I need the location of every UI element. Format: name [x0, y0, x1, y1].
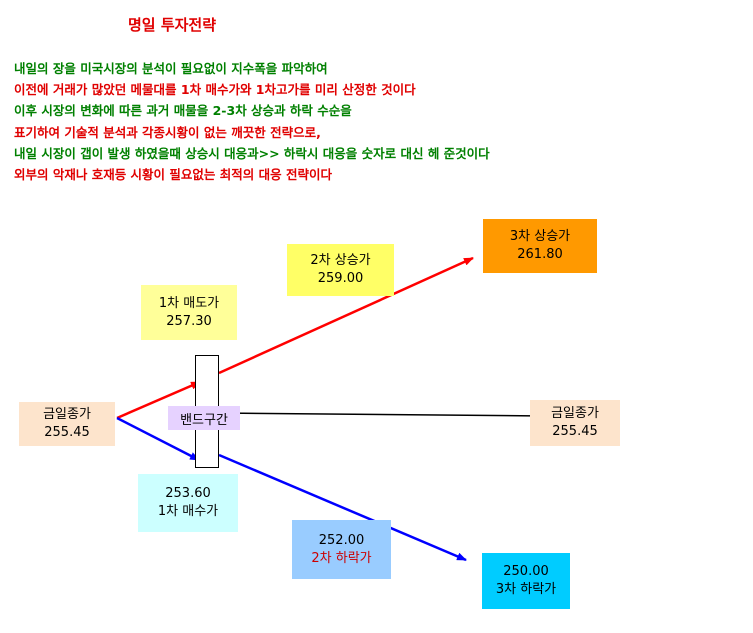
- down3-value: 250.00: [503, 564, 549, 579]
- strategy-description: 내일의 장을 미국시장의 분석이 필요없이 지수폭을 파악하여 이전에 거래가 …: [14, 58, 490, 185]
- close-to-sell-arrow: [116, 380, 201, 420]
- description-line: 이전에 거래가 많았던 메물대를 1차 매수가와 1차고가를 미리 산정한 것이…: [14, 82, 416, 98]
- down3-box: 250.00 3차 하락가: [482, 553, 570, 609]
- buy1-value: 253.60: [165, 486, 211, 501]
- up2-box: 2차 상승가 259.00: [287, 244, 394, 296]
- up2-label: 2차 상승가: [310, 253, 371, 268]
- close-to-buy-arrow: [116, 416, 200, 462]
- down3-label: 3차 하락가: [495, 582, 557, 597]
- up2-value: 259.00: [317, 271, 364, 286]
- description-line: 이후 시장의 변화에 따른 과거 매물을 2-3차 상승과 하락 수순을: [14, 103, 352, 119]
- buy1-label: 1차 매수가: [157, 504, 219, 519]
- sell1-label: 1차 매도가: [158, 295, 220, 311]
- up3-label: 3차 상승가: [509, 229, 571, 244]
- down2-value: 252.00: [318, 532, 365, 548]
- sell1-value: 257.30: [166, 313, 212, 329]
- band-to-up3-arrow: [218, 256, 474, 375]
- band-range-label: 밴드구간: [168, 406, 240, 430]
- description-line: 표기하여 기술적 분석과 각종시황이 없는 깨끗한 전략으로,: [14, 124, 321, 140]
- band-to-close-line: [218, 412, 546, 417]
- description-line: 내일의 장을 미국시장의 분석이 필요없이 지수폭을 파악하여: [14, 61, 328, 76]
- buy1-box: 253.60 1차 매수가: [138, 474, 238, 532]
- down2-label: 2차 하락가: [311, 550, 372, 566]
- down2-box: 252.00 2차 하락가: [292, 520, 391, 579]
- up3-value: 261.80: [517, 247, 563, 262]
- sell1-box: 1차 매도가 257.30: [141, 285, 237, 340]
- close-price-right-box: 금일종가 255.45: [530, 400, 620, 446]
- close-price-right-value: 255.45: [552, 424, 598, 439]
- page-title: 명일 투자전략: [128, 16, 217, 34]
- close-price-left-box: 금일종가 255.45: [19, 402, 115, 446]
- description-line: 내일 시장이 갭이 발생 하였을때 상승시 대응과>> 하락시 대응을 숫자로 …: [14, 145, 490, 161]
- up3-box: 3차 상승가 261.80: [483, 219, 597, 273]
- close-price-left-value: 255.45: [44, 425, 90, 440]
- band-to-down3-arrow: [218, 453, 467, 562]
- close-price-right-label: 금일종가: [551, 406, 599, 421]
- description-line: 외부의 악재나 호재등 시황이 필요없는 최적의 대응 전략이다: [14, 166, 332, 182]
- close-price-left-label: 금일종가: [43, 407, 91, 422]
